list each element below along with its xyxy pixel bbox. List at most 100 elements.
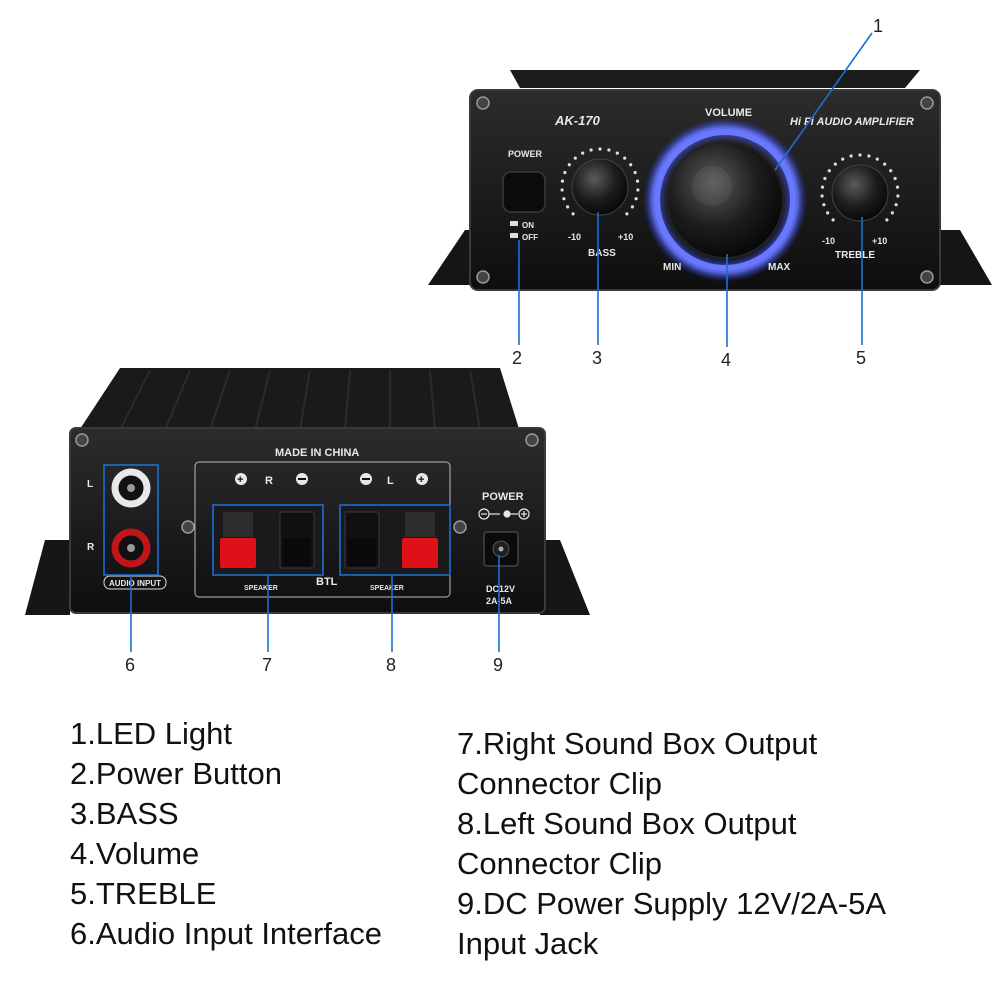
legend-item: 9.DC Power Supply 12V/2A-5A <box>457 886 887 921</box>
scale-dot <box>889 169 893 173</box>
treble-plus-label: +10 <box>872 236 887 246</box>
left-negative-clip[interactable] <box>348 538 376 566</box>
legend-item: 6.Audio Input Interface <box>70 916 382 951</box>
scale-dot <box>625 212 629 216</box>
legend-right-column: 7.Right Sound Box Output Connector Clip … <box>457 724 886 964</box>
r-jack-label: R <box>87 542 95 553</box>
audio-input-label: AUDIO INPUT <box>109 579 161 588</box>
callout-numbers: 1 2 3 4 5 6 7 8 9 <box>125 16 883 675</box>
legend-item: 4.Volume <box>70 836 200 871</box>
callout-6: 6 <box>125 655 135 675</box>
scale-dot <box>894 203 898 207</box>
power-label-front: POWER <box>508 149 543 159</box>
scale-dot <box>858 153 862 157</box>
callout-5: 5 <box>856 348 866 368</box>
callout-4: 4 <box>721 350 731 370</box>
power-button[interactable] <box>502 171 546 213</box>
btl-label: BTL <box>316 576 338 588</box>
legend-item: 5.TREBLE <box>70 876 217 911</box>
scale-dot <box>893 176 897 181</box>
left-positive-clip[interactable] <box>402 538 438 568</box>
scale-dot <box>820 185 825 189</box>
volume-knob[interactable] <box>666 141 784 259</box>
legend-item: 3.BASS <box>70 796 179 831</box>
legend-item: 1.LED Light <box>70 716 232 751</box>
rear-amplifier: L R AUDIO INPUT MADE IN CHINA + R L + BT… <box>25 368 590 615</box>
led-ring <box>654 129 796 271</box>
scale-dot <box>823 176 827 181</box>
scale-dot <box>867 154 871 158</box>
legend-item: 2.Power Button <box>70 756 282 791</box>
amplifier-diagram: AK-170 Hi Fi AUDIO AMPLIFIER VOLUME POWE… <box>25 16 992 675</box>
svg-text:+: + <box>237 474 243 486</box>
made-in-label: MADE IN CHINA <box>275 447 359 459</box>
scale-dot <box>633 170 637 175</box>
scale-dot <box>849 154 853 158</box>
treble-scale-dots <box>820 153 900 222</box>
legend-item: Input Jack <box>457 926 599 961</box>
scale-dot <box>560 188 564 192</box>
rear-left-flange <box>25 540 70 615</box>
off-label: OFF <box>522 233 538 242</box>
legend-item: 7.Right Sound Box Output <box>457 726 818 761</box>
callout-7: 7 <box>262 655 272 675</box>
scale-dot <box>566 205 570 209</box>
right-positive-clip[interactable] <box>220 538 256 568</box>
callout-3: 3 <box>592 348 602 368</box>
scale-dot <box>827 169 831 173</box>
polarity-icon <box>478 508 530 520</box>
bass-scale-dots <box>560 147 640 216</box>
scale-dot <box>885 218 889 222</box>
scale-dot <box>567 163 571 167</box>
scale-dot <box>589 148 593 152</box>
scale-dot <box>895 185 900 189</box>
scale-dot <box>820 194 824 198</box>
scale-dot <box>607 148 611 152</box>
legend-item: 8.Left Sound Box Output <box>457 806 797 841</box>
legend-item: Connector Clip <box>457 766 663 801</box>
volume-label: VOLUME <box>705 107 752 119</box>
scale-dot <box>615 151 619 155</box>
max-label: MAX <box>768 262 791 273</box>
on-label: ON <box>522 221 534 230</box>
rear-right-flange <box>540 540 590 615</box>
dc-voltage-label: DC12V <box>486 584 515 594</box>
min-label: MIN <box>663 262 681 273</box>
scale-dot <box>635 179 640 183</box>
treble-minus-label: -10 <box>822 236 835 246</box>
scale-dot <box>571 212 575 216</box>
left-speaker-label: SPEAKER <box>370 585 404 592</box>
right-negative-clip[interactable] <box>283 538 311 566</box>
legend-left-column: 1.LED Light 2.Power Button 3.BASS 4.Volu… <box>70 714 382 954</box>
scale-dot <box>833 162 837 166</box>
bass-knob[interactable] <box>571 158 629 216</box>
scale-dot <box>598 147 602 151</box>
scale-dot <box>890 211 895 215</box>
treble-label: TREBLE <box>835 250 875 261</box>
treble-knob[interactable] <box>831 164 889 222</box>
scale-dot <box>636 188 640 192</box>
front-amplifier: AK-170 Hi Fi AUDIO AMPLIFIER VOLUME POWE… <box>428 70 992 291</box>
scale-dot <box>831 218 835 222</box>
scale-dot <box>822 203 826 207</box>
scale-dot <box>841 157 845 161</box>
scale-dot <box>581 151 585 155</box>
scale-dot <box>883 162 887 166</box>
svg-text:+: + <box>418 474 424 486</box>
scale-dot <box>634 197 638 201</box>
callout-2: 2 <box>512 348 522 368</box>
bass-plus-label: +10 <box>618 232 633 242</box>
channel-right-label: R <box>265 475 273 487</box>
scale-dot <box>623 156 627 160</box>
scale-dot <box>629 163 633 167</box>
scale-dot <box>875 157 879 161</box>
amplifier-title: Hi Fi AUDIO AMPLIFIER <box>790 116 914 128</box>
scale-dot <box>896 194 900 198</box>
callout-9: 9 <box>493 655 503 675</box>
callout-8: 8 <box>386 655 396 675</box>
scale-dot <box>562 197 566 201</box>
front-right-flange <box>930 230 992 285</box>
power-label-rear: POWER <box>482 491 524 503</box>
scale-dot <box>573 156 577 160</box>
l-jack-label: L <box>87 479 93 490</box>
